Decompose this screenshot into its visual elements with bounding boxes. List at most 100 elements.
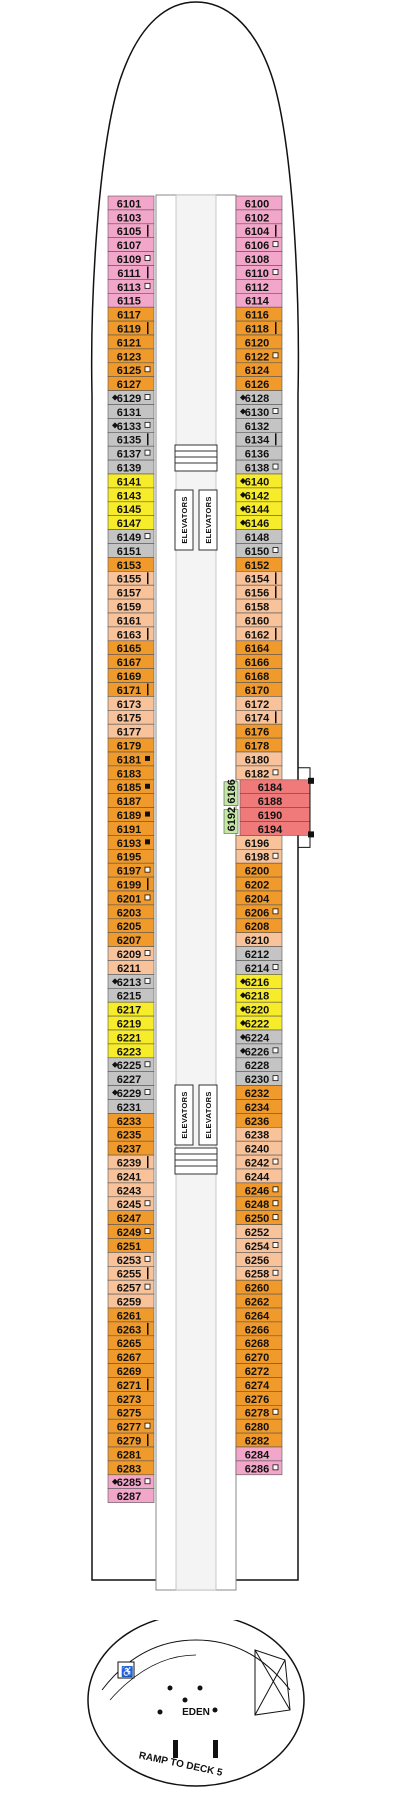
cabin-6128[interactable]: 6128: [235, 390, 283, 405]
cabin-6281[interactable]: 6281: [107, 1446, 155, 1461]
cabin-6280[interactable]: 6280: [235, 1418, 283, 1434]
cabin-6133[interactable]: 6133: [107, 418, 155, 433]
cabin-6243[interactable]: 6243: [107, 1182, 155, 1197]
cabin-6201[interactable]: 6201: [107, 890, 155, 905]
cabin-6153[interactable]: 6153: [107, 557, 155, 572]
cabin-6224[interactable]: 6224: [235, 1029, 283, 1044]
cabin-6164[interactable]: 6164: [235, 640, 283, 655]
cabin-6197[interactable]: 6197: [107, 862, 155, 878]
cabin-6193[interactable]: 6193: [107, 835, 155, 850]
cabin-6235[interactable]: 6235: [107, 1127, 155, 1142]
cabin-6136[interactable]: 6136: [235, 445, 283, 461]
cabin-6144[interactable]: 6144: [235, 501, 283, 516]
cabin-6168[interactable]: 6168: [235, 668, 283, 683]
cabin-6196[interactable]: 6196: [235, 835, 283, 850]
cabin-6256[interactable]: 6256: [235, 1252, 283, 1267]
cabin-6264[interactable]: 6264: [235, 1307, 283, 1322]
cabin-6237[interactable]: 6237: [107, 1140, 155, 1156]
cabin-6198[interactable]: 6198: [235, 848, 283, 864]
cabin-6158[interactable]: 6158: [235, 598, 283, 614]
cabin-6251[interactable]: 6251: [107, 1238, 155, 1253]
cabin-6192[interactable]: 6192: [223, 807, 239, 834]
cabin-6194[interactable]: 6194: [239, 821, 311, 836]
cabin-6284[interactable]: 6284: [235, 1446, 283, 1461]
cabin-6276[interactable]: 6276: [235, 1391, 283, 1406]
cabin-6145[interactable]: 6145: [107, 501, 155, 516]
cabin-6117[interactable]: 6117: [107, 306, 155, 322]
cabin-6109[interactable]: 6109: [107, 251, 155, 266]
cabin-6242[interactable]: 6242: [235, 1154, 283, 1170]
cabin-6234[interactable]: 6234: [235, 1099, 283, 1114]
cabin-6217[interactable]: 6217: [107, 1001, 155, 1017]
cabin-6184[interactable]: 6184: [239, 779, 311, 794]
cabin-6268[interactable]: 6268: [235, 1335, 283, 1350]
cabin-6126[interactable]: 6126: [235, 376, 283, 391]
cabin-6170[interactable]: 6170: [235, 682, 283, 697]
cabin-6267[interactable]: 6267: [107, 1349, 155, 1364]
cabin-6176[interactable]: 6176: [235, 723, 283, 739]
cabin-6106[interactable]: 6106: [235, 237, 283, 252]
cabin-6189[interactable]: 6189: [107, 807, 155, 822]
cabin-6115[interactable]: 6115: [107, 292, 155, 308]
cabin-6163[interactable]: 6163: [107, 626, 155, 641]
cabin-6124[interactable]: 6124: [235, 362, 283, 377]
cabin-6241[interactable]: 6241: [107, 1168, 155, 1183]
cabin-6177[interactable]: 6177: [107, 723, 155, 739]
cabin-6116[interactable]: 6116: [235, 306, 283, 322]
cabin-6173[interactable]: 6173: [107, 696, 155, 711]
cabin-6274[interactable]: 6274: [235, 1377, 283, 1392]
cabin-6180[interactable]: 6180: [235, 751, 283, 766]
cabin-6172[interactable]: 6172: [235, 696, 283, 711]
cabin-6100[interactable]: 6100: [235, 195, 283, 210]
cabin-6248[interactable]: 6248: [235, 1196, 283, 1211]
cabin-6110[interactable]: 6110: [235, 265, 283, 280]
cabin-6104[interactable]: 6104: [235, 223, 283, 238]
cabin-6125[interactable]: 6125: [107, 362, 155, 377]
cabin-6140[interactable]: 6140: [235, 473, 283, 488]
cabin-6131[interactable]: 6131: [107, 404, 155, 419]
cabin-6148[interactable]: 6148: [235, 529, 283, 544]
cabin-6282[interactable]: 6282: [235, 1432, 283, 1448]
cabin-6240[interactable]: 6240: [235, 1140, 283, 1156]
cabin-6139[interactable]: 6139: [107, 459, 155, 475]
cabin-6220[interactable]: 6220: [235, 1001, 283, 1017]
cabin-6216[interactable]: 6216: [235, 974, 283, 989]
cabin-6175[interactable]: 6175: [107, 709, 155, 725]
cabin-6202[interactable]: 6202: [235, 876, 283, 892]
cabin-6266[interactable]: 6266: [235, 1321, 283, 1336]
cabin-6230[interactable]: 6230: [235, 1071, 283, 1086]
cabin-6200[interactable]: 6200: [235, 862, 283, 878]
cabin-6205[interactable]: 6205: [107, 918, 155, 933]
cabin-6121[interactable]: 6121: [107, 334, 155, 349]
cabin-6231[interactable]: 6231: [107, 1099, 155, 1114]
cabin-6252[interactable]: 6252: [235, 1224, 283, 1239]
cabin-6287[interactable]: 6287: [107, 1488, 155, 1503]
cabin-6183[interactable]: 6183: [107, 765, 155, 780]
cabin-6233[interactable]: 6233: [107, 1113, 155, 1128]
cabin-6149[interactable]: 6149: [107, 529, 155, 544]
cabin-6165[interactable]: 6165: [107, 640, 155, 655]
cabin-6208[interactable]: 6208: [235, 918, 283, 933]
cabin-6160[interactable]: 6160: [235, 612, 283, 627]
cabin-6209[interactable]: 6209: [107, 946, 155, 961]
cabin-6211[interactable]: 6211: [107, 960, 155, 975]
cabin-6270[interactable]: 6270: [235, 1349, 283, 1364]
cabin-6273[interactable]: 6273: [107, 1391, 155, 1406]
cabin-6122[interactable]: 6122: [235, 348, 283, 363]
cabin-6188[interactable]: 6188: [239, 793, 311, 808]
cabin-6182[interactable]: 6182: [235, 765, 283, 780]
cabin-6219[interactable]: 6219: [107, 1015, 155, 1031]
cabin-6257[interactable]: 6257: [107, 1279, 155, 1295]
cabin-6232[interactable]: 6232: [235, 1085, 283, 1100]
cabin-6272[interactable]: 6272: [235, 1363, 283, 1378]
cabin-6132[interactable]: 6132: [235, 418, 283, 433]
cabin-6185[interactable]: 6185: [107, 779, 155, 794]
cabin-6239[interactable]: 6239: [107, 1154, 155, 1170]
cabin-6191[interactable]: 6191: [107, 821, 155, 836]
cabin-6150[interactable]: 6150: [235, 543, 283, 558]
cabin-6286[interactable]: 6286: [235, 1460, 283, 1475]
cabin-6120[interactable]: 6120: [235, 334, 283, 349]
cabin-6278[interactable]: 6278: [235, 1405, 283, 1420]
cabin-6171[interactable]: 6171: [107, 682, 155, 697]
cabin-6105[interactable]: 6105: [107, 223, 155, 238]
